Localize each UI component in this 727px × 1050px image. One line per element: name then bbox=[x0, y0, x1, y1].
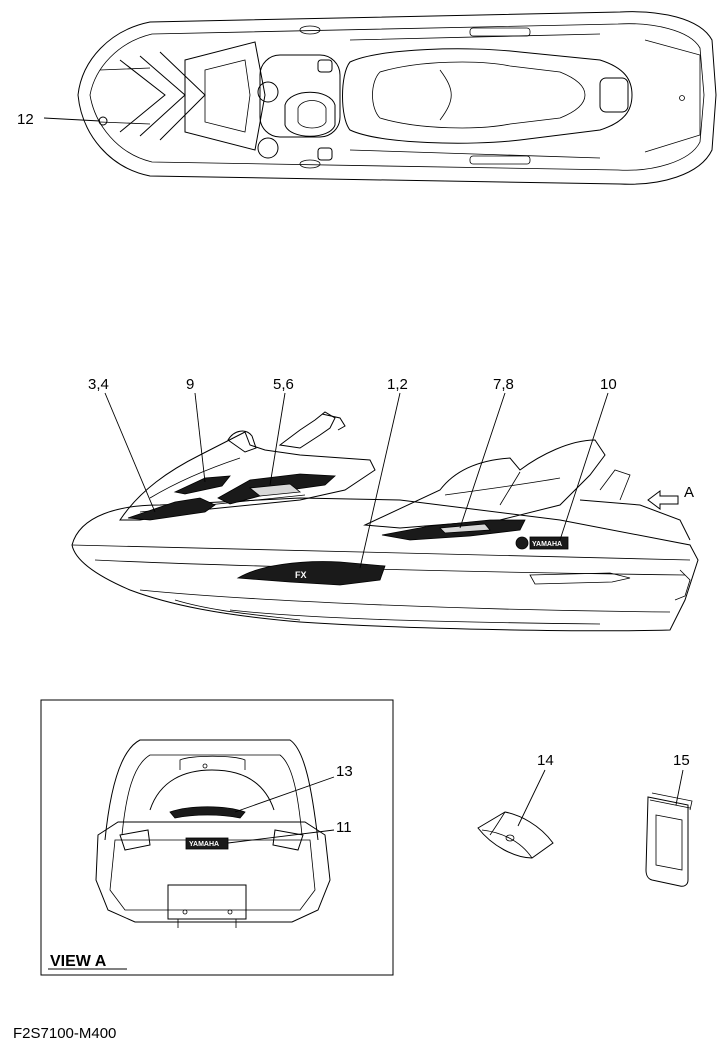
callout-a: A bbox=[684, 484, 694, 501]
callout-13: 13 bbox=[336, 763, 353, 780]
callout-12: 12 bbox=[17, 111, 34, 128]
part-code: F2S7100-M400 bbox=[13, 1025, 116, 1042]
leader-7-8 bbox=[459, 392, 506, 529]
view-a-label: VIEW A bbox=[50, 953, 107, 970]
decal-13 bbox=[169, 806, 246, 819]
decal-11 bbox=[185, 837, 229, 850]
leader-15 bbox=[675, 769, 684, 806]
decal-9 bbox=[173, 475, 231, 495]
part-15-bag bbox=[645, 792, 693, 887]
callout-9: 9 bbox=[186, 376, 194, 393]
leader-1-2 bbox=[359, 392, 401, 569]
top-view-watercraft bbox=[77, 11, 717, 185]
callout-3-4: 3,4 bbox=[88, 376, 109, 393]
callout-15: 15 bbox=[673, 752, 690, 769]
decal-3-4 bbox=[127, 497, 216, 521]
callout-11: 11 bbox=[336, 819, 352, 836]
side-view-watercraft: FX YAMAHA bbox=[71, 411, 699, 632]
decal-10 bbox=[529, 536, 569, 550]
callout-14: 14 bbox=[537, 752, 554, 769]
leader-14 bbox=[517, 769, 546, 827]
svg-text:YAMAHA: YAMAHA bbox=[532, 541, 562, 548]
svg-text:FX: FX bbox=[295, 570, 307, 580]
svg-text:YAMAHA: YAMAHA bbox=[189, 841, 219, 848]
leader-12 bbox=[43, 117, 101, 122]
decal-1-2 bbox=[236, 561, 386, 586]
part-14-pouch bbox=[477, 811, 554, 859]
callout-10: 10 bbox=[600, 376, 617, 393]
callout-7-8: 7,8 bbox=[493, 376, 514, 393]
callout-1-2: 1,2 bbox=[387, 376, 408, 393]
view-a-arrow bbox=[647, 490, 679, 510]
leader-11 bbox=[227, 829, 335, 844]
callout-5-6: 5,6 bbox=[273, 376, 294, 393]
leader-5-6 bbox=[269, 392, 286, 486]
view-a-frame bbox=[40, 699, 394, 976]
leader-9 bbox=[194, 392, 206, 483]
leader-13 bbox=[234, 776, 335, 813]
leader-10 bbox=[559, 392, 609, 541]
leader-3-4 bbox=[104, 392, 156, 513]
rear-view-watercraft: YAMAHA bbox=[95, 739, 331, 928]
